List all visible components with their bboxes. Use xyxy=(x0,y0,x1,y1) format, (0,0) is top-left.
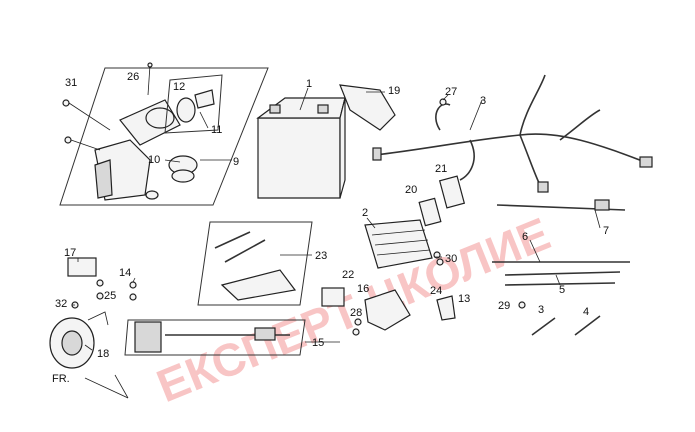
callout-21: 21 xyxy=(435,163,447,175)
lock-cylinder xyxy=(145,107,175,129)
bolt xyxy=(354,318,362,326)
harness-connector xyxy=(537,181,549,193)
front-direction-label: FR. xyxy=(52,373,70,385)
callout-16: 16 xyxy=(357,283,369,295)
bolt xyxy=(129,293,137,301)
callout-20: 20 xyxy=(405,184,417,196)
ignition-group-frame xyxy=(59,67,269,206)
key-set-frame xyxy=(164,74,223,134)
bolt xyxy=(436,258,444,266)
battery-side xyxy=(339,97,346,199)
callout-30: 30 xyxy=(445,253,457,265)
relay xyxy=(418,197,442,227)
battery xyxy=(256,97,346,199)
key xyxy=(194,89,215,109)
wiring-harness xyxy=(372,74,653,193)
bolt xyxy=(129,281,137,289)
screw xyxy=(64,136,72,144)
callout-5: 5 xyxy=(559,284,565,296)
callout-27: 27 xyxy=(445,86,457,98)
cdi-unit xyxy=(364,289,411,331)
ignition-switch-connector xyxy=(94,159,113,199)
fuse-holder xyxy=(321,287,345,307)
callout-24: 24 xyxy=(430,285,442,297)
callout-4: 4 xyxy=(583,306,589,318)
bolt xyxy=(518,301,526,309)
ignition-switch-group xyxy=(59,62,269,206)
callout-22: 22 xyxy=(342,269,354,281)
callout-3: 3 xyxy=(480,95,486,107)
starter-relay xyxy=(134,321,162,353)
callout-10: 10 xyxy=(148,154,160,166)
front-direction-indicator xyxy=(84,374,129,399)
horn-group xyxy=(49,257,109,369)
callout-13: 13 xyxy=(458,293,470,305)
regulator-body xyxy=(364,219,433,269)
bolt xyxy=(352,328,360,336)
callout-29: 29 xyxy=(498,300,510,312)
rod xyxy=(531,317,556,336)
callout-6: 6 xyxy=(522,231,528,243)
callout-32: 32 xyxy=(55,298,67,310)
callout-28: 28 xyxy=(350,307,362,319)
cable-end xyxy=(594,199,610,211)
bolt xyxy=(96,279,104,287)
callout-11: 11 xyxy=(211,124,222,136)
connector-block xyxy=(339,84,396,131)
callout-labels: 1 2 3 3 4 5 6 7 9 10 11 12 13 14 15 16 1… xyxy=(55,71,609,360)
bolt xyxy=(96,292,104,300)
clip xyxy=(145,190,159,200)
callout-23: 23 xyxy=(315,250,327,262)
screw xyxy=(147,62,153,68)
regulator xyxy=(364,219,444,269)
bolt xyxy=(433,251,441,259)
callout-3: 3 xyxy=(538,304,544,316)
harness-connector xyxy=(372,147,382,161)
tool-kit-group xyxy=(197,221,313,306)
callout-19: 19 xyxy=(388,85,400,97)
relay xyxy=(438,175,466,209)
callout-17: 17 xyxy=(64,247,76,259)
callout-7: 7 xyxy=(603,225,609,237)
battery-terminal xyxy=(317,104,329,114)
leader-lines xyxy=(72,87,601,351)
horn-bracket xyxy=(67,257,97,277)
callout-12: 12 xyxy=(173,81,185,93)
harness-connector xyxy=(639,156,653,168)
cable-end xyxy=(254,327,276,341)
tool-bag xyxy=(220,269,297,301)
bolt xyxy=(439,98,447,106)
rod xyxy=(574,315,601,336)
callout-9: 9 xyxy=(233,156,239,168)
key-lock xyxy=(176,97,196,123)
battery-terminal xyxy=(269,104,281,114)
callout-15: 15 xyxy=(312,337,324,349)
seat-lock-base xyxy=(171,169,195,183)
callout-26: 26 xyxy=(127,71,139,83)
callout-31: 31 xyxy=(65,77,77,89)
screw xyxy=(62,99,70,107)
horn-center xyxy=(61,330,83,356)
starter-relay-group xyxy=(124,281,306,356)
callout-1: 1 xyxy=(306,78,312,90)
tool-kit-frame xyxy=(197,221,313,306)
sensor xyxy=(436,295,456,321)
callout-2: 2 xyxy=(362,207,368,219)
callout-14: 14 xyxy=(119,267,131,279)
callout-25: 25 xyxy=(104,290,116,302)
starter-relay-frame xyxy=(124,319,306,356)
callout-18: 18 xyxy=(97,348,109,360)
battery-front xyxy=(257,117,341,199)
